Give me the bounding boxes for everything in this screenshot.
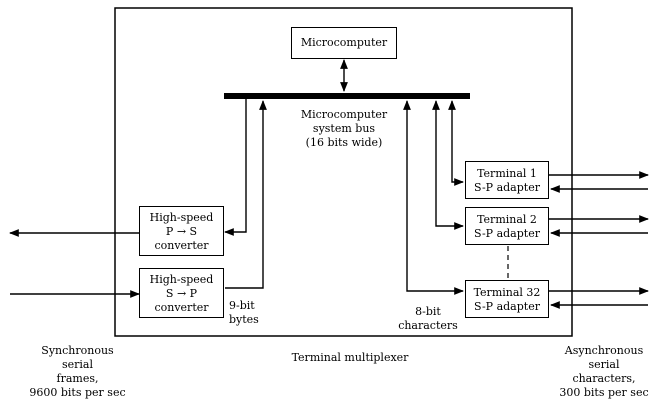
terminal-32-line2: S-P adapter xyxy=(474,300,540,313)
ps-converter-box: High-speed P → S converter xyxy=(139,206,224,256)
terminal-1-line1: Terminal 1 xyxy=(477,167,537,180)
eight-bit-label-line2: characters xyxy=(398,319,458,332)
left-caption-line2: serial xyxy=(61,358,93,371)
sp-to-bus-line xyxy=(225,100,267,289)
ps-converter-line1: High-speed xyxy=(149,211,214,224)
bus-label-line1: Microcomputer xyxy=(300,108,388,121)
nine-bit-label-line2: bytes xyxy=(229,313,259,326)
terminal-32-line1: Terminal 32 xyxy=(473,286,541,299)
bus-label-line3: (16 bits wide) xyxy=(305,136,383,149)
left-caption-line3: frames, xyxy=(56,372,99,385)
sp-converter-line3: converter xyxy=(154,301,209,314)
multiplexer-label: Terminal multiplexer xyxy=(291,351,409,364)
microcomputer-label: Microcomputer xyxy=(300,36,388,49)
right-caption-line1: Asynchronous xyxy=(564,344,644,357)
sp-converter-line1: High-speed xyxy=(149,273,214,286)
multiplexer-frame xyxy=(114,7,573,337)
sp-converter-line2: S → P xyxy=(165,287,198,300)
left-caption-line4: 9600 bits per sec xyxy=(29,386,126,399)
bus-to-terminal-1-line xyxy=(448,100,464,186)
ps-converter-line2: P → S xyxy=(165,225,198,238)
bus-to-ps-line xyxy=(224,99,247,236)
terminal-2-line2: S-P adapter xyxy=(474,227,540,240)
terminal-32-adapter-box: Terminal 32 S-P adapter xyxy=(465,280,549,318)
right-caption-line4: 300 bits per sec xyxy=(559,386,649,399)
bus-to-terminal-2-line xyxy=(432,100,464,230)
bus-to-terminal-32-line xyxy=(403,100,464,295)
bus-label-line2: system bus xyxy=(312,122,376,135)
microcomputer-box: Microcomputer xyxy=(291,27,397,59)
nine-bit-label-line1: 9-bit xyxy=(229,299,255,312)
right-caption-line2: serial xyxy=(588,358,620,371)
terminal-1-adapter-box: Terminal 1 S-P adapter xyxy=(465,161,549,199)
terminal-2-line1: Terminal 2 xyxy=(477,213,537,226)
right-caption-line3: characters, xyxy=(572,372,636,385)
system-bus xyxy=(224,93,470,99)
terminal-2-adapter-box: Terminal 2 S-P adapter xyxy=(465,207,549,245)
eight-bit-label-line1: 8-bit xyxy=(415,305,441,318)
sp-converter-box: High-speed S → P converter xyxy=(139,268,224,318)
ps-converter-line3: converter xyxy=(154,239,209,252)
terminal-1-line2: S-P adapter xyxy=(474,181,540,194)
left-caption-line1: Synchronous xyxy=(41,344,114,357)
